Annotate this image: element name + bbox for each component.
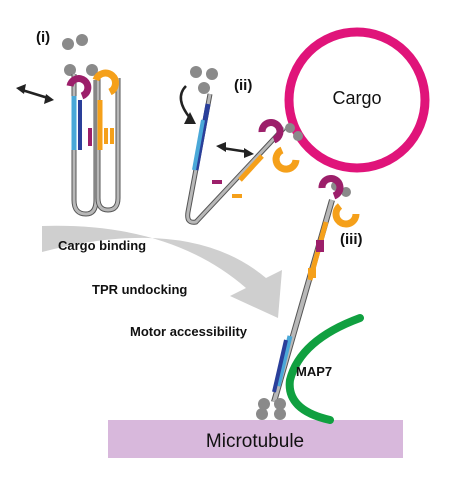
hinged-stalk	[186, 93, 286, 224]
orange-domain	[272, 146, 300, 173]
motor-head-icon	[293, 131, 303, 141]
motor-head-icon	[64, 64, 76, 76]
step-motor-accessibility: Motor accessibility	[130, 324, 248, 339]
motor-head-icon	[198, 82, 210, 94]
map7: MAP7	[285, 314, 364, 424]
folded-stalk	[72, 74, 98, 216]
motor-head-icon	[258, 398, 270, 410]
hinged-stalk	[185, 93, 286, 225]
map7-label: MAP7	[296, 364, 332, 379]
process-arrow: Cargo binding TPR undocking Motor access…	[42, 225, 282, 339]
orange-marker	[232, 194, 242, 198]
orange-marker	[110, 128, 114, 144]
cargo-ring	[284, 27, 430, 173]
folded-stalk	[96, 74, 120, 212]
panel-i-kinesin: (i)	[16, 29, 121, 217]
motor-head-icon	[190, 66, 202, 78]
coil-segment-orange	[238, 154, 264, 182]
microtubule-label: Microtubule	[206, 431, 304, 452]
neck-segment-cyan	[275, 335, 293, 387]
motor-head-icon	[62, 38, 74, 50]
panel-iii-label: (iii)	[340, 231, 363, 248]
orange-marker	[308, 268, 316, 278]
microtubule-bar	[108, 420, 403, 458]
tpr-marker	[212, 180, 222, 184]
motor-head-icon	[341, 187, 351, 197]
tpr-domain	[258, 119, 284, 144]
curved-arrow-icon	[179, 85, 196, 124]
panel-iii-kinesin: (iii)	[256, 175, 363, 420]
cargo-label: Cargo	[332, 88, 381, 108]
orange-domain	[92, 69, 119, 96]
process-arrow-shape	[42, 225, 282, 318]
tpr-domain	[318, 175, 344, 200]
panel-ii-label: (ii)	[234, 77, 252, 94]
motor-head-icon	[206, 68, 218, 80]
tpr-marker	[88, 128, 92, 146]
motor-head-icon	[86, 64, 98, 76]
neck-segment-navy	[272, 339, 288, 393]
motor-head-icon	[285, 123, 295, 133]
map7-strand	[285, 314, 364, 424]
panel-i-label: (i)	[36, 29, 50, 46]
cargo: Cargo	[284, 27, 430, 173]
neck-segment-cyan	[192, 119, 205, 171]
tpr-domain	[66, 75, 92, 100]
step-cargo-binding: Cargo binding	[58, 238, 146, 253]
double-arrow-icon	[216, 142, 254, 158]
motor-head-icon	[274, 408, 286, 420]
step-tpr-undocking: TPR undocking	[92, 282, 187, 297]
orange-marker	[104, 128, 108, 144]
motor-head-icon	[76, 34, 88, 46]
double-arrow-icon	[16, 84, 54, 104]
motor-head-icon	[256, 408, 268, 420]
panel-ii-kinesin: (ii)	[179, 66, 303, 225]
orange-domain	[332, 203, 360, 228]
microtubule: Microtubule	[108, 420, 403, 458]
tpr-marker	[316, 240, 324, 252]
motor-head-icon	[274, 398, 286, 410]
